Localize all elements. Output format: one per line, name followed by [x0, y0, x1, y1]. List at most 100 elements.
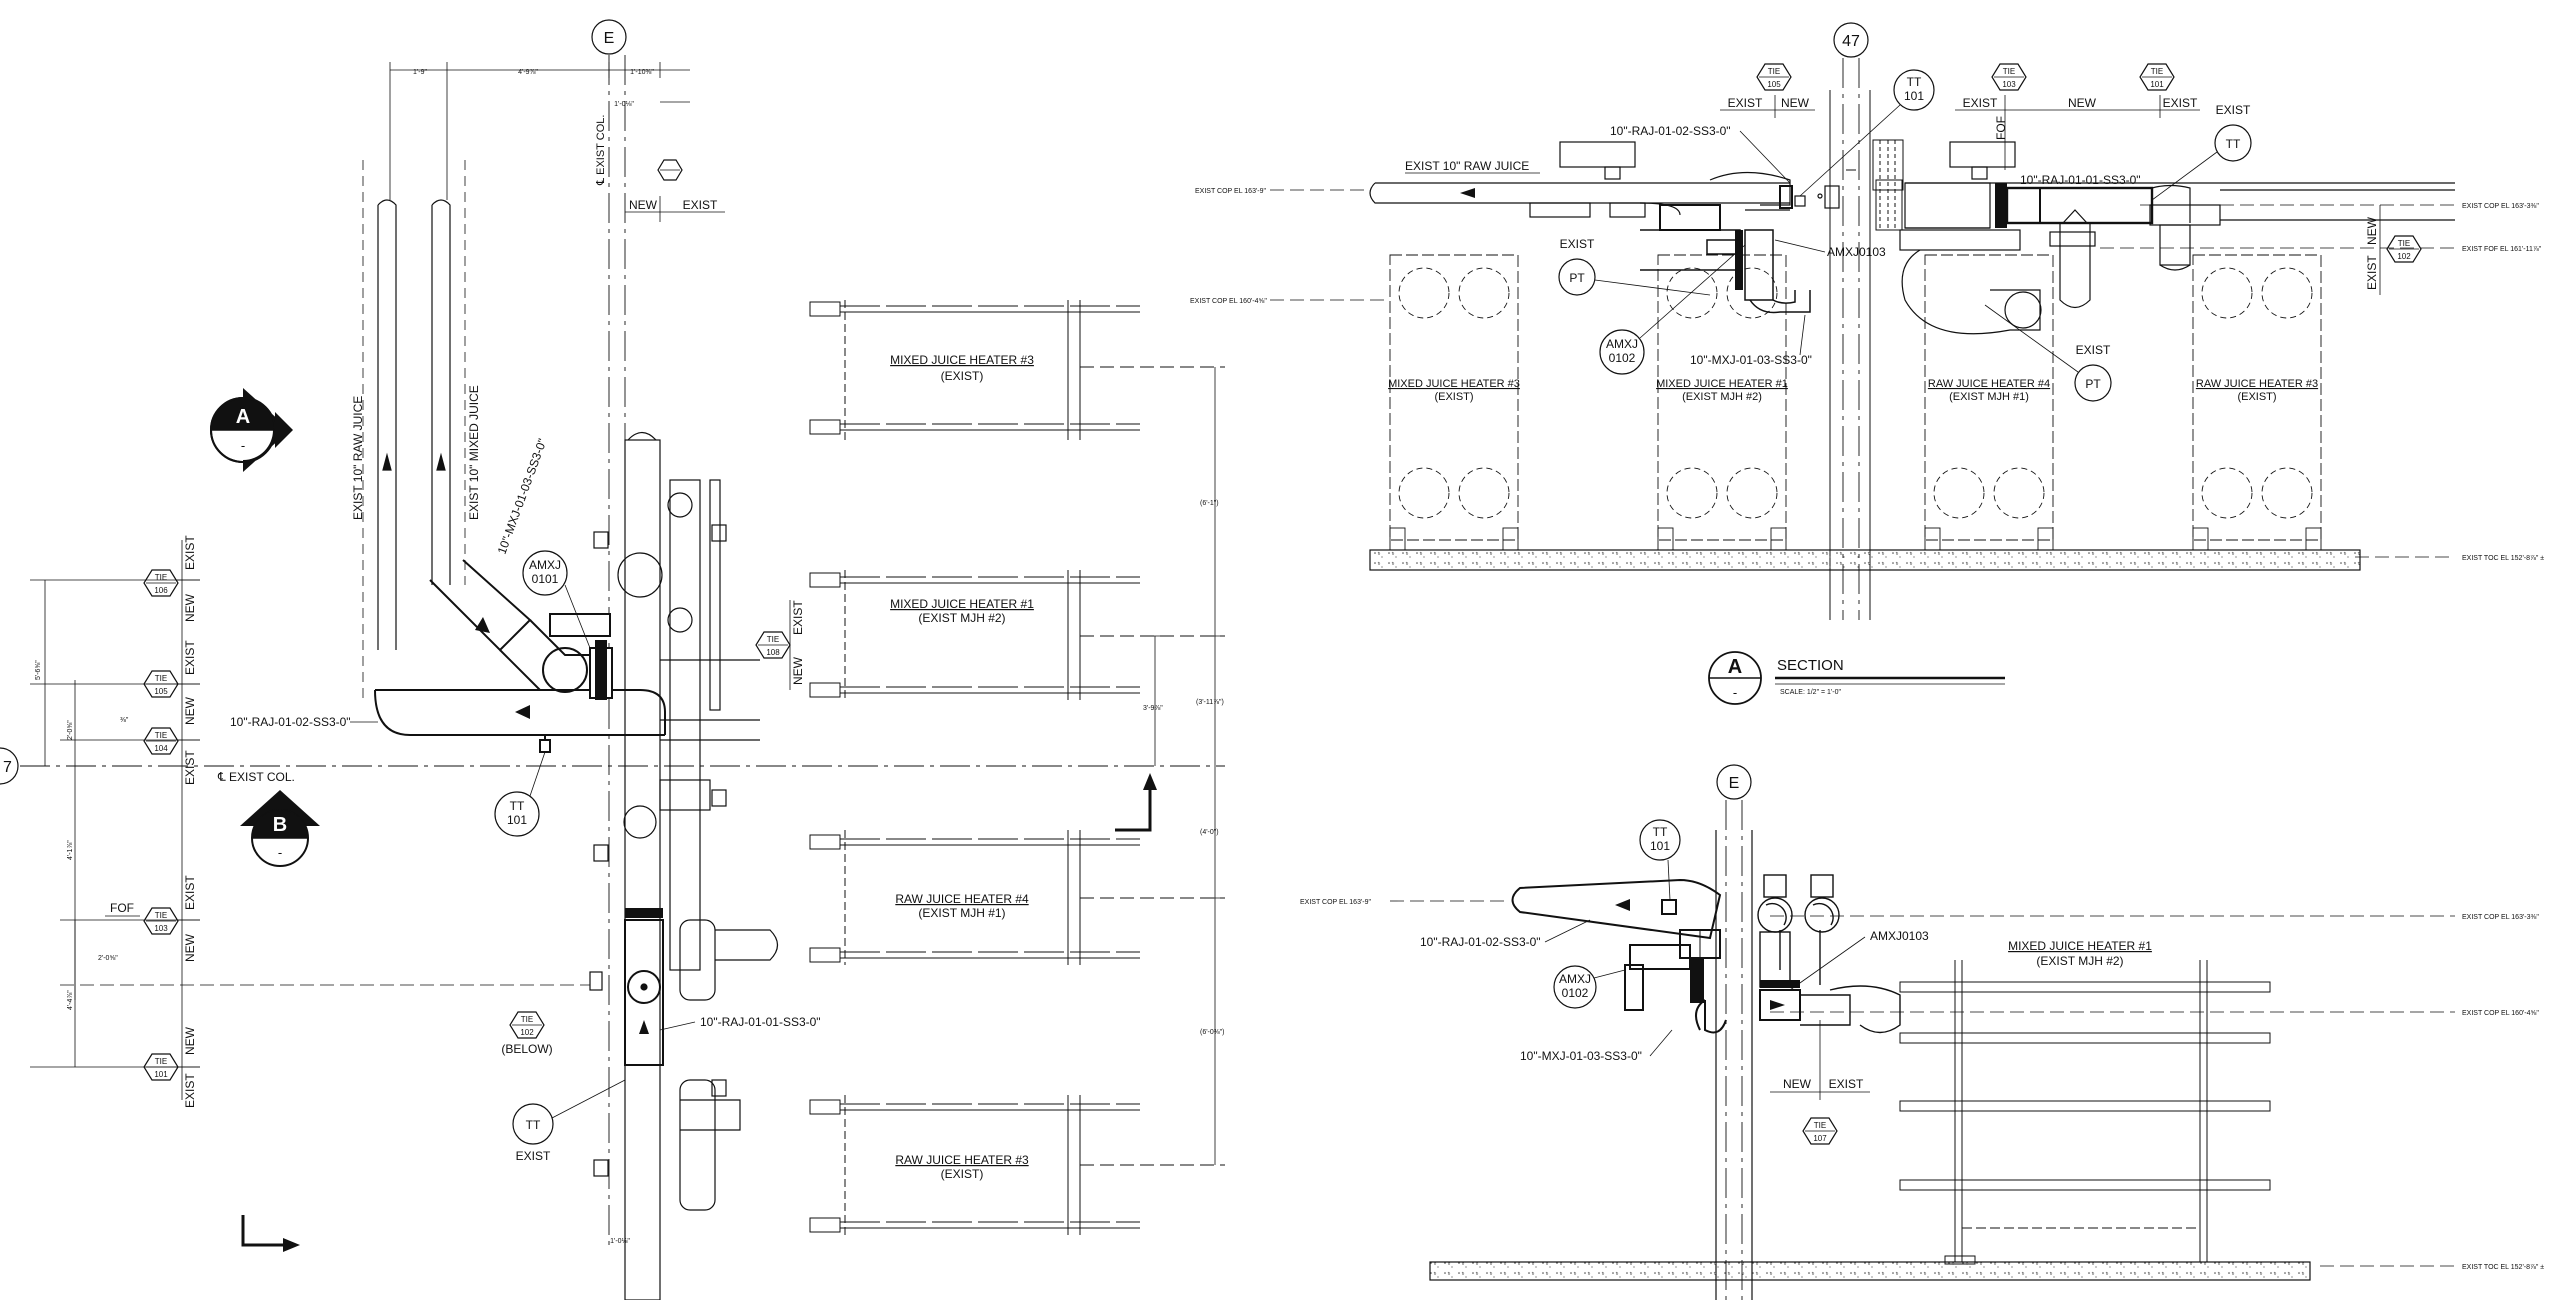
- sec-a-hdr-new-2: NEW: [2068, 96, 2097, 110]
- mixed-juice-label: EXIST 10" MIXED JUICE: [467, 385, 481, 520]
- tie-101-a: TIE: [155, 1057, 167, 1066]
- col-new-label: NEW: [629, 198, 658, 212]
- tie-108-new: NEW: [791, 656, 805, 685]
- tie-103-a: TIE: [155, 911, 167, 920]
- tie-108-exist: EXIST: [791, 600, 805, 635]
- tie-105-b: 105: [154, 687, 168, 696]
- sec-a-amxj0103: AMXJ0103: [1827, 245, 1886, 259]
- sec-a-pt-right-exist: EXIST: [2076, 343, 2111, 357]
- fof-label: FOF: [110, 901, 134, 915]
- sec-b-amxj0102-bubble: AMXJ 0102: [1553, 965, 1626, 1009]
- heaters-plan: MIXED JUICE HEATER #3 (EXIST) MIXED JUIC…: [809, 300, 1225, 1235]
- dim-15: (6'-0⅜"): [1200, 1029, 1224, 1036]
- sec-a-elev-left-1: EXIST COP EL 163'-9": [1195, 188, 1267, 195]
- sec-a-elev-right-1: EXIST COP EL 163'-3⅜": [2462, 203, 2539, 210]
- section-a-title-block: A - SECTION SCALE: 1/2" = 1'-0": [1708, 651, 2005, 705]
- heater-plan-1: MIXED JUICE HEATER #3 (EXIST): [809, 300, 1225, 440]
- heater-plan-3: RAW JUICE HEATER #4 (EXIST MJH #1): [809, 830, 1225, 965]
- sec-a-tt101-b: 101: [1904, 89, 1924, 103]
- section-a-scale: SCALE: 1/2" = 1'-0": [1780, 689, 1841, 696]
- col-exist-label: EXIST: [683, 198, 718, 212]
- sec-a-vert-exist: EXIST: [2365, 255, 2379, 290]
- section-a-title: SECTION: [1777, 657, 1844, 674]
- tie-108-a: TIE: [767, 635, 779, 644]
- gridline-47-plan-label: 7: [3, 759, 12, 776]
- sec-a-tt-exist: EXIST: [2216, 103, 2251, 117]
- tie-106-a: TIE: [155, 573, 167, 582]
- dim-9: 2'-0⅝": [98, 955, 118, 962]
- tt-101-a: TT: [510, 799, 525, 813]
- sec-a-elev-right-2: EXIST FOF EL 161'-11⅞": [2462, 246, 2542, 253]
- heater-plan-3-sub: (EXIST MJH #1): [918, 906, 1005, 920]
- plan-view: E 7 1'-9" 4'-9⅞" 1'-10⅜" 1'-0⅛" ℄ EXIST …: [0, 19, 1225, 1300]
- section-b-sloped-pipe: [1511, 878, 1727, 1034]
- amxj-0101-bubble: AMXJ 0101: [522, 550, 591, 649]
- section-b-dash: -: [278, 845, 282, 860]
- sec-b-new-exist: NEW EXIST TIE 107: [1770, 1020, 1870, 1145]
- sec-b-exist: EXIST: [1829, 1077, 1864, 1091]
- sec-a-heater-3-sub: (EXIST MJH #1): [1949, 391, 2029, 403]
- section-a-mxj-drop: [1640, 229, 1811, 314]
- sec-b-new: NEW: [1783, 1077, 1812, 1091]
- section-a-title-mark: A: [1728, 656, 1742, 678]
- lbl-exist-1: EXIST: [183, 535, 197, 570]
- tie-104-hex: TIE 104: [143, 727, 179, 755]
- sec-b-tt101-a: TT: [1653, 825, 1668, 839]
- sec-a-hdr-exist-2: EXIST: [1963, 96, 1998, 110]
- sec-a-tie-101-b: 101: [2150, 80, 2164, 89]
- top-dimension-string: 1'-9" 4'-9⅞" 1'-10⅜" 1'-0⅛": [389, 62, 690, 200]
- sec-b-tie107-a: TIE: [1814, 1121, 1826, 1130]
- heater-plan-3-name: RAW JUICE HEATER #4: [895, 892, 1029, 906]
- sec-b-amxj0103: AMXJ0103: [1870, 929, 1929, 943]
- sec-a-tie-103-b: 103: [2002, 80, 2016, 89]
- dim-5: 5'-6⅝": [35, 660, 42, 680]
- sec-a-hdr-exist-3: EXIST: [2163, 96, 2198, 110]
- dim-6: 2'-0⅝": [67, 720, 74, 740]
- tt-101-b: 101: [507, 813, 527, 827]
- raw-juice-label: EXIST 10" RAW JUICE: [351, 396, 365, 520]
- dim-12: (3'-11⅞"): [1196, 699, 1224, 706]
- sec-a-heater-1-sub: (EXIST): [1434, 391, 1473, 403]
- section-b-gridline-e: E: [1715, 764, 1753, 1300]
- sec-a-amxj0102-a: AMXJ: [1606, 337, 1638, 351]
- sec-a-raj-102: 10"-RAJ-01-02-SS3-0": [1610, 124, 1731, 138]
- tie-102-a: TIE: [521, 1015, 533, 1024]
- sec-b-elev-right-3: EXIST TOC EL 152'-8⅞" ±: [2462, 1264, 2544, 1271]
- sec-b-raj-102: 10"-RAJ-01-02-SS3-0": [1420, 935, 1541, 949]
- sec-a-heater-2-name: MIXED JUICE HEATER #1: [1656, 378, 1788, 390]
- sec-b-heater-name: MIXED JUICE HEATER #1: [2008, 939, 2152, 953]
- heater-plan-1-sub: (EXIST): [941, 369, 984, 383]
- lbl-exist-2: EXIST: [183, 640, 197, 675]
- sec-b-tt101-bubble: TT 101: [1639, 819, 1681, 901]
- sec-b-elev-left: EXIST COP EL 163'-9": [1300, 899, 1372, 906]
- dim-3: 1'-10⅜": [630, 69, 654, 76]
- tt-exist-caption: EXIST: [516, 1149, 551, 1163]
- lbl-new-3: NEW: [183, 933, 197, 962]
- sec-a-heater-2-sub: (EXIST MJH #2): [1682, 391, 1762, 403]
- section-a-title-dash: -: [1733, 685, 1737, 700]
- lbl-exist-3: EXIST: [183, 750, 197, 785]
- tie-103-hex: TIE 103: [143, 907, 179, 935]
- sec-b-amxj0102-a: AMXJ: [1559, 972, 1591, 986]
- col-new-exist: NEW EXIST: [625, 196, 725, 222]
- tie-104-b: 104: [154, 744, 168, 753]
- sec-b-tt101-b: 101: [1650, 839, 1670, 853]
- sec-a-tie-102-a: TIE: [2398, 239, 2410, 248]
- sec-a-pt-left-bubble: PT EXIST: [1558, 237, 1711, 296]
- sec-a-heater-1: MIXED JUICE HEATER #3 (EXIST): [1388, 254, 1520, 551]
- sec-b-mxj: 10"-MXJ-01-03-SS3-0": [1520, 1049, 1642, 1063]
- sec-a-heater-3-name: RAW JUICE HEATER #4: [1928, 378, 2050, 390]
- heater-plan-4: RAW JUICE HEATER #3 (EXIST): [809, 1095, 1225, 1235]
- exist-col-vertical: ℄ EXIST COL.: [595, 115, 607, 186]
- dim-1: 1'-9": [413, 69, 427, 76]
- heater-plan-4-name: RAW JUICE HEATER #3: [895, 1153, 1029, 1167]
- section-a-right-assembly: [1899, 141, 2455, 335]
- section-b-floor-slab: [1429, 1261, 2311, 1281]
- tie-106-hex: TIE 106: [143, 569, 179, 597]
- sec-a-heater-1-name: MIXED JUICE HEATER #3: [1388, 378, 1520, 390]
- tie-101-hex: TIE 101: [143, 1053, 179, 1081]
- sec-a-amxj0102-bubble: AMXJ 0102: [1599, 244, 1746, 375]
- sec-a-pt-right: PT: [2085, 377, 2101, 391]
- sec-b-elev-right-2: EXIST COP EL 160'-4⅝": [2462, 1010, 2539, 1017]
- raj-101-plan-label: 10"-RAJ-01-01-SS3-0": [700, 1015, 821, 1029]
